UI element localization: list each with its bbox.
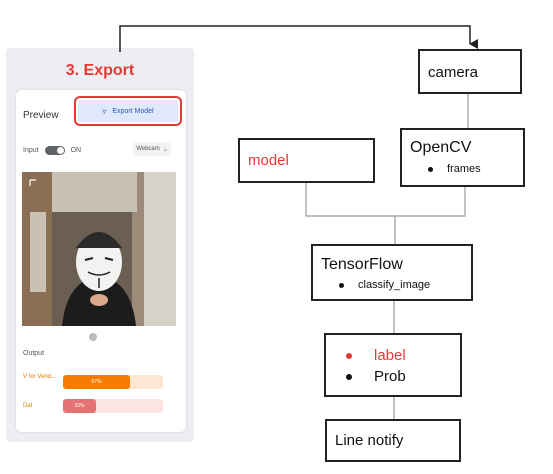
class-bar-1-fill: 67% bbox=[63, 375, 130, 389]
output-label: Output bbox=[23, 350, 45, 357]
webcam-select[interactable]: Webcam ⌄ bbox=[133, 142, 171, 156]
preview-label: Preview bbox=[23, 110, 59, 121]
camera-node: camera bbox=[418, 49, 522, 94]
result-prob: Prob bbox=[374, 368, 406, 385]
opencv-to-tensorflow-connector bbox=[395, 187, 466, 217]
model-node-title: model bbox=[248, 152, 289, 169]
tensorflow-bullet: classify_image bbox=[358, 279, 431, 291]
input-toggle[interactable] bbox=[44, 146, 65, 155]
camera-indicator bbox=[89, 333, 97, 341]
step-title: 3. Export bbox=[65, 62, 135, 79]
result-label: label bbox=[374, 347, 406, 364]
preview-card: Preview ▿ Export Model Input ON Webcam ⌄ bbox=[16, 90, 186, 432]
opencv-bullet: frames bbox=[447, 163, 481, 175]
bullet-icon bbox=[346, 373, 352, 380]
class-bar-1: 67% bbox=[63, 375, 163, 389]
class-label-2: Dal bbox=[23, 403, 33, 409]
class-bar-2: 33% bbox=[63, 399, 163, 413]
webcam-preview bbox=[22, 172, 176, 326]
export-model-button[interactable]: ▿ Export Model bbox=[74, 96, 182, 126]
tensorflow-node-title: TensorFlow bbox=[321, 256, 403, 273]
filter-icon: ▿ bbox=[102, 106, 107, 116]
export-model-label: Export Model bbox=[112, 107, 154, 115]
bullet-icon bbox=[428, 166, 433, 172]
class-bar-2-fill: 33% bbox=[63, 399, 96, 413]
bullet-icon bbox=[346, 352, 352, 359]
toggle-state: ON bbox=[70, 147, 82, 154]
class-percent-1: 67% bbox=[91, 379, 102, 385]
line-notify-node: Line notify bbox=[325, 419, 461, 462]
result-node: label Prob bbox=[324, 333, 462, 397]
export-to-camera-connector bbox=[119, 25, 478, 52]
input-label: Input bbox=[23, 147, 39, 154]
line-notify-title: Line notify bbox=[335, 432, 404, 449]
chevron-down-icon: ⌄ bbox=[162, 146, 168, 153]
bullet-icon bbox=[339, 282, 344, 288]
tensorflow-node: TensorFlow classify_image bbox=[311, 244, 473, 301]
camera-node-title: camera bbox=[428, 64, 479, 81]
model-node: model bbox=[238, 138, 375, 183]
class-label-1: V for Vend... bbox=[23, 374, 57, 380]
model-to-tensorflow-connector bbox=[305, 183, 396, 244]
webcam-select-value: Webcam bbox=[136, 146, 160, 152]
export-panel: 3. Export Preview ▿ Export Model Input O… bbox=[6, 48, 194, 442]
class-percent-2: 33% bbox=[74, 403, 85, 409]
opencv-node-title: OpenCV bbox=[410, 139, 472, 156]
opencv-node: OpenCV frames bbox=[400, 128, 525, 187]
